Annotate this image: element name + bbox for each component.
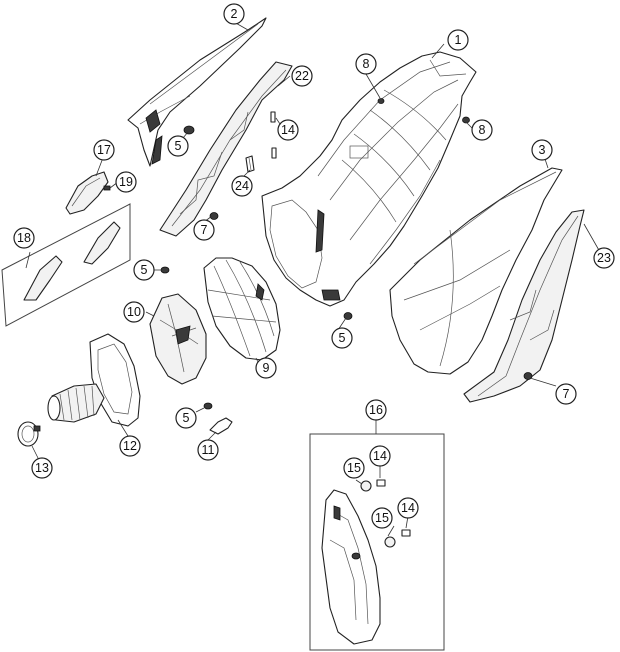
callout-14b: 14 — [369, 445, 391, 467]
part-19-screw — [103, 185, 111, 191]
leader-lines — [25, 21, 601, 537]
callout-5d: 5 — [175, 407, 197, 429]
callout-17-label: 17 — [97, 143, 111, 157]
callout-5c-label: 5 — [339, 331, 346, 345]
callout-24-label: 24 — [235, 179, 249, 193]
callout-14a-label: 14 — [281, 123, 295, 137]
callout-18: 18 — [13, 227, 35, 249]
part-9-filter-cage — [203, 257, 281, 361]
callout-14b-label: 14 — [373, 449, 387, 463]
callout-24: 24 — [231, 175, 253, 197]
callout-10-label: 10 — [127, 305, 141, 319]
callout-23-label: 23 — [597, 251, 611, 265]
callout-3-label: 3 — [539, 143, 546, 157]
callout-23: 23 — [593, 247, 615, 269]
callout-7b: 7 — [555, 383, 577, 405]
callout-14c-label: 14 — [401, 501, 415, 515]
part-13-hose-clamp — [17, 421, 41, 447]
callout-5b-label: 5 — [141, 263, 148, 277]
callout-1-label: 1 — [455, 33, 462, 47]
callout-15b: 15 — [371, 507, 393, 529]
part-16-group-frame — [309, 433, 445, 651]
callout-5d-label: 5 — [183, 411, 190, 425]
callout-8b-label: 8 — [479, 123, 486, 137]
callout-19-label: 19 — [119, 175, 133, 189]
part-16-intake-part — [321, 489, 381, 645]
part-3-side-cover — [389, 167, 563, 375]
callout-17: 17 — [93, 139, 115, 161]
callout-2-label: 2 — [231, 7, 238, 21]
callout-5a: 5 — [167, 135, 189, 157]
callout-14c: 14 — [397, 497, 419, 519]
callout-5a-label: 5 — [175, 139, 182, 153]
callout-12-label: 12 — [123, 439, 137, 453]
callout-13: 13 — [31, 457, 53, 479]
part-23-side-strip — [463, 209, 585, 403]
callout-5b: 5 — [133, 259, 155, 281]
callout-12: 12 — [119, 435, 141, 457]
callout-11-label: 11 — [202, 443, 215, 457]
callout-3: 3 — [531, 139, 553, 161]
callout-22-label: 22 — [295, 69, 309, 83]
part-11-clip — [203, 402, 233, 435]
part-2-side-cover — [127, 17, 267, 167]
callout-8b: 8 — [471, 119, 493, 141]
part-24-clip — [245, 155, 255, 173]
callout-1: 1 — [447, 29, 469, 51]
part-18-sticker-set — [1, 203, 131, 327]
callout-16: 16 — [365, 399, 387, 421]
callout-5c: 5 — [331, 327, 353, 349]
callout-7b-label: 7 — [563, 387, 570, 401]
part-10-air-filter — [149, 266, 207, 385]
callout-10: 10 — [123, 301, 145, 323]
callout-16-label: 16 — [369, 403, 383, 417]
callout-15b-label: 15 — [375, 511, 389, 525]
callout-9-label: 9 — [263, 361, 270, 375]
callout-8a-label: 8 — [363, 57, 370, 71]
callout-14a: 14 — [277, 119, 299, 141]
part-17-bracket — [65, 171, 109, 215]
callout-18-label: 18 — [17, 231, 31, 245]
part-14-15-hardware — [360, 479, 411, 548]
callout-11: 11 — [197, 439, 219, 461]
callout-13-label: 13 — [35, 461, 49, 475]
part-22-side-strip — [159, 61, 293, 237]
callout-19: 19 — [115, 171, 137, 193]
callout-2: 2 — [223, 3, 245, 25]
callout-8a: 8 — [355, 53, 377, 75]
part-12-filter-carrier — [47, 333, 141, 427]
callout-7a-label: 7 — [201, 223, 208, 237]
callout-7a: 7 — [193, 219, 215, 241]
callout-15a-label: 15 — [347, 461, 361, 475]
part-14-bolt-upper — [270, 111, 277, 159]
callout-9: 9 — [255, 357, 277, 379]
part-1-airbox-housing — [261, 51, 477, 320]
callout-15a: 15 — [343, 457, 365, 479]
callout-22: 22 — [291, 65, 313, 87]
